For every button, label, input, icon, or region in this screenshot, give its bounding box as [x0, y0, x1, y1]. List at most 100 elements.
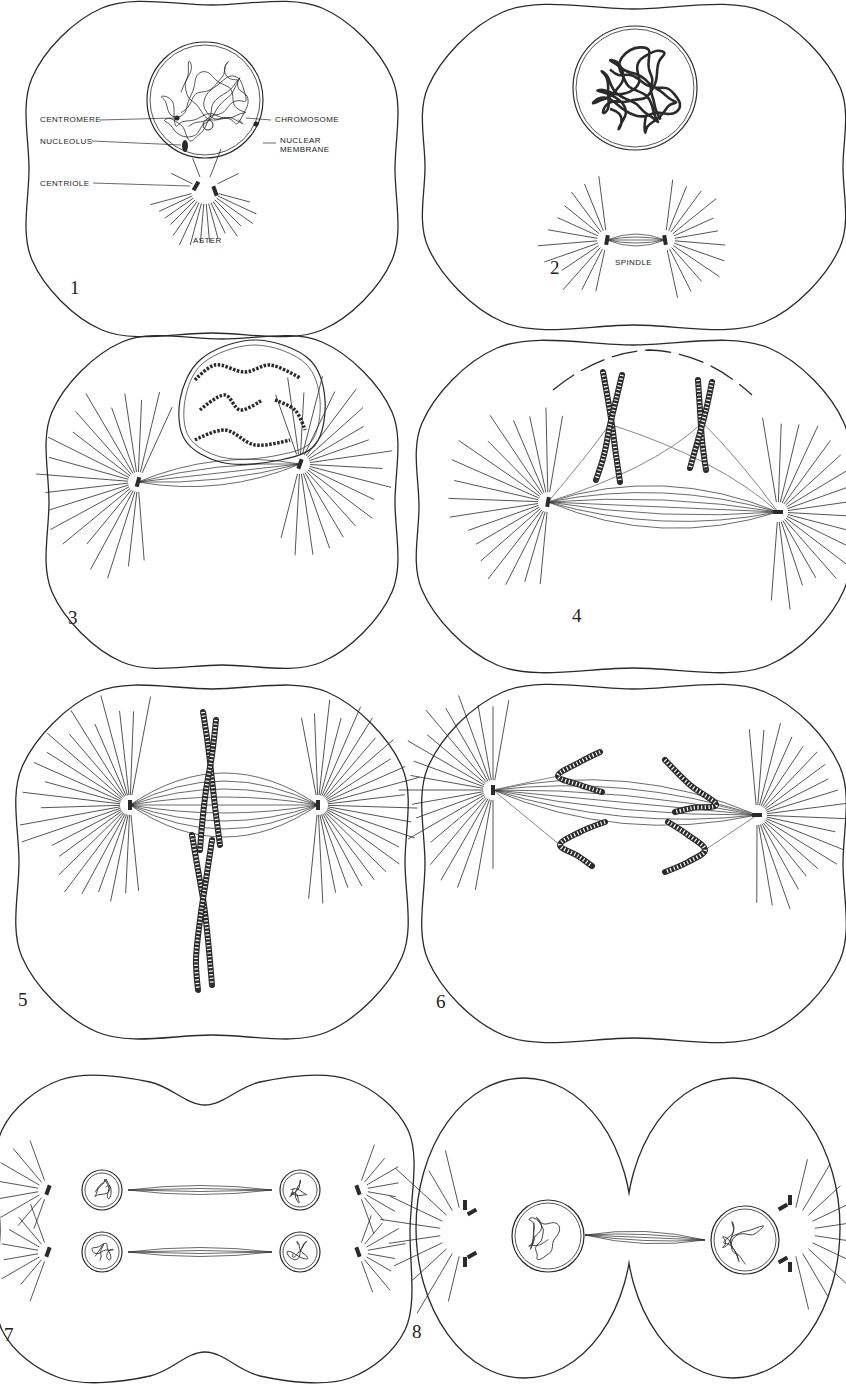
- nucleolus: [182, 140, 188, 152]
- centriole: [491, 785, 495, 795]
- aster-ray: [412, 792, 483, 805]
- aster-ray: [276, 395, 297, 455]
- aster-ray: [749, 729, 756, 805]
- centriole: [44, 1185, 51, 1196]
- nuclear-membrane-inner: [85, 1235, 119, 1269]
- leader-line: [93, 183, 190, 186]
- aster-ray: [565, 206, 600, 234]
- aster-ray: [408, 741, 484, 785]
- aster-ray: [454, 480, 538, 499]
- aster-ray: [131, 815, 139, 891]
- aster-ray: [49, 457, 128, 479]
- spindle-fibers: [607, 234, 665, 246]
- spindle-fiber: [493, 786, 757, 815]
- aster-ray: [322, 707, 361, 796]
- aster-rays: [380, 1150, 459, 1313]
- aster-ray: [803, 1254, 828, 1297]
- aster-ray: [493, 800, 494, 869]
- aster-ray: [323, 814, 362, 886]
- aster-ray: [766, 819, 843, 850]
- aster-ray: [328, 807, 411, 822]
- chromatin: [92, 1243, 113, 1260]
- aster-ray: [796, 1159, 808, 1207]
- centriole: [354, 1185, 361, 1196]
- cell-membrane: [0, 1075, 414, 1383]
- aster-ray: [762, 824, 799, 890]
- leader-line: [246, 118, 271, 120]
- part-label: NUCLEOLUS: [40, 137, 93, 146]
- aster-rays: [276, 376, 393, 555]
- stage-number: 5: [18, 990, 28, 1010]
- aster-ray: [64, 813, 123, 892]
- aster-ray: [779, 522, 790, 610]
- centriole: [778, 1203, 789, 1211]
- aster-ray: [171, 173, 192, 184]
- chromosome-coil: [690, 382, 712, 468]
- chromosome-coil: [665, 760, 716, 812]
- spindle-fibers: [138, 459, 300, 486]
- aster-ray: [301, 474, 313, 555]
- aster-ray: [41, 805, 120, 807]
- aster-ray: [530, 416, 546, 492]
- aster-ray: [459, 440, 540, 496]
- aster-ray: [150, 194, 191, 205]
- aster-ray: [310, 466, 391, 487]
- spindle-fiber: [130, 789, 318, 805]
- aster-ray: [309, 815, 317, 899]
- aster-ray: [767, 817, 835, 832]
- spindle-fiber: [548, 499, 778, 512]
- aster-ray: [429, 1171, 453, 1211]
- aster-ray: [47, 733, 122, 798]
- beaded-chromosome: [275, 400, 305, 430]
- aster-ray: [450, 504, 538, 518]
- nuclear-membrane: [512, 1200, 584, 1272]
- nuclear-membrane: [147, 42, 263, 158]
- centriole: [354, 1247, 361, 1258]
- aster-ray: [218, 196, 257, 214]
- spindle-fibers: [128, 1248, 272, 1257]
- chromosome: [200, 720, 216, 850]
- aster-ray: [1, 1195, 40, 1217]
- chromosome-coil: [558, 752, 602, 792]
- cell-membrane: [422, 684, 846, 1042]
- aster-ray: [301, 393, 304, 454]
- spindle-fiber: [585, 1235, 705, 1244]
- centriole: [778, 1256, 789, 1264]
- spindle-fibers: [128, 1186, 272, 1195]
- aster-ray: [441, 799, 488, 881]
- centriole: [662, 235, 668, 246]
- spindle-fiber: [130, 805, 318, 829]
- chromatin: [290, 1180, 307, 1203]
- aster-ray: [45, 483, 128, 492]
- aster-ray: [193, 158, 200, 177]
- aster-ray: [59, 812, 123, 875]
- aster-ray: [781, 521, 802, 585]
- aster-ray: [399, 790, 483, 791]
- aster-ray: [788, 513, 846, 517]
- chromosome: [558, 752, 602, 792]
- chromosome: [665, 760, 716, 812]
- spindle-fibers: [548, 486, 778, 529]
- aster-ray: [301, 718, 316, 795]
- centromere-dot: [254, 122, 259, 127]
- spindle-fiber: [138, 459, 300, 482]
- aster-ray: [672, 247, 702, 281]
- aster-ray: [318, 815, 322, 903]
- chromatin: [722, 1221, 763, 1264]
- chromosome: [665, 822, 705, 872]
- aster-ray: [132, 696, 151, 795]
- aster-ray: [380, 1219, 440, 1228]
- aster-ray: [815, 1219, 846, 1228]
- aster-ray: [414, 761, 484, 786]
- aster-ray: [766, 779, 828, 811]
- aster-ray: [766, 820, 837, 864]
- aster-ray: [368, 1254, 395, 1259]
- aster-ray: [808, 1186, 840, 1215]
- centriole: [773, 510, 783, 514]
- aster-ray: [364, 1198, 383, 1221]
- aster-ray: [30, 1140, 45, 1180]
- aster-ray: [763, 746, 804, 806]
- spindle-fiber: [128, 1252, 272, 1257]
- aster-ray: [76, 411, 132, 474]
